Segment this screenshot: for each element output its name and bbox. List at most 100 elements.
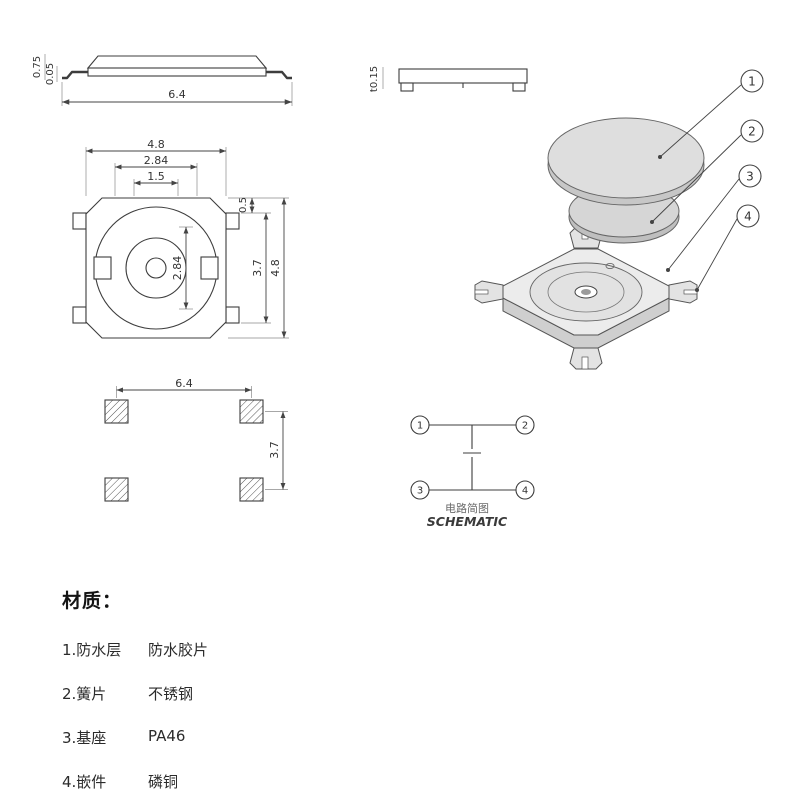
pad-bottom-left bbox=[104, 477, 129, 502]
switch-top-view-body bbox=[72, 197, 240, 339]
lead-right-bottom bbox=[225, 306, 240, 324]
dim-mid-height: 3.7 bbox=[251, 259, 264, 277]
pad-top-right bbox=[239, 399, 264, 424]
cover-profile bbox=[86, 55, 268, 69]
lead-right-top bbox=[225, 212, 240, 230]
callout-1-number: 1 bbox=[748, 75, 756, 89]
schematic-wires bbox=[429, 424, 516, 491]
dim-top-inner-width: 1.5 bbox=[147, 170, 165, 183]
west-lead-slot bbox=[474, 289, 489, 295]
side-view-drawing: 0.75 0.05 6.4 bbox=[32, 54, 293, 106]
footprint-drawing: 6.4 3.7 bbox=[104, 378, 288, 502]
pin-2-circle bbox=[515, 415, 535, 435]
dim-top-outer-width: 4.8 bbox=[147, 140, 165, 151]
dim-outer-height: 4.8 bbox=[269, 259, 282, 277]
dim-step-height: 0.5 bbox=[238, 197, 249, 213]
left-tab bbox=[400, 82, 414, 92]
right-lead bbox=[266, 70, 292, 80]
schematic-label-en: SCHEMATIC bbox=[427, 514, 508, 529]
cover-notch-right bbox=[200, 256, 219, 280]
center-dome bbox=[581, 289, 591, 295]
leader-1-dot bbox=[658, 155, 662, 159]
material-part-material: 防水胶片 bbox=[148, 641, 209, 659]
callout-2-circle bbox=[740, 119, 764, 143]
east-lead bbox=[668, 280, 698, 304]
exploded-view-drawing: 1 2 3 4 bbox=[474, 69, 764, 370]
east-lead-slot bbox=[683, 289, 698, 295]
solder-pads bbox=[104, 399, 264, 502]
base-inner-ring bbox=[547, 271, 625, 313]
pin-4-number: 4 bbox=[522, 486, 528, 497]
switch-bottom-profile bbox=[398, 68, 528, 92]
leader-4-dot bbox=[695, 288, 699, 292]
callout-3: 3 bbox=[738, 164, 762, 188]
callout-4: 4 bbox=[736, 204, 760, 228]
dim-total-height: 0.75 bbox=[32, 56, 43, 78]
top-view-drawing: 4.8 2.84 1.5 0.5 3.7 4.8 2.84 bbox=[72, 140, 289, 339]
pin-1-circle bbox=[410, 415, 430, 435]
body-outline bbox=[85, 197, 227, 339]
material-part-material: 磷铜 bbox=[148, 773, 179, 790]
material-row-2: 2.簧片 不锈钢 bbox=[62, 683, 482, 704]
pin-4-circle bbox=[515, 480, 535, 500]
callout-1: 1 bbox=[740, 69, 764, 93]
schematic-label-cn: 电路简图 bbox=[445, 501, 489, 515]
callout-3-number: 3 bbox=[746, 170, 754, 184]
dim-pad-span-height: 3.7 bbox=[268, 441, 281, 459]
pin-1-number: 1 bbox=[417, 421, 423, 432]
dim-standoff-height: 0.05 bbox=[45, 63, 56, 85]
dim-inner-height: 2.84 bbox=[171, 256, 184, 281]
cover-notch-left bbox=[93, 256, 112, 280]
west-lead bbox=[474, 280, 504, 304]
film-disc-top bbox=[547, 117, 705, 199]
south-lead-slot bbox=[581, 356, 589, 370]
schematic-pin-2: 2 bbox=[515, 415, 535, 435]
base-profile bbox=[87, 67, 267, 77]
material-part-material: 不锈钢 bbox=[148, 685, 194, 703]
callout-leaders bbox=[650, 84, 742, 292]
callout-4-number: 4 bbox=[744, 210, 752, 224]
film-disc bbox=[547, 117, 705, 206]
material-row-1: 1.防水层 防水胶片 bbox=[62, 639, 482, 660]
pin-3-number: 3 bbox=[417, 486, 423, 497]
material-part-name: 1.防水层 bbox=[62, 641, 122, 659]
callout-3-circle bbox=[738, 164, 762, 188]
schematic-pin-1: 1 bbox=[410, 415, 430, 435]
leader-3-dot bbox=[666, 268, 670, 272]
leader-3 bbox=[667, 178, 740, 271]
left-lead bbox=[62, 70, 88, 80]
callout-1-circle bbox=[740, 69, 764, 93]
leader-4 bbox=[696, 218, 738, 291]
pin-3-circle bbox=[410, 480, 430, 500]
switch-side-profile bbox=[62, 55, 292, 80]
dim-thickness: t0.15 bbox=[369, 66, 380, 92]
materials-title: 材质： bbox=[62, 590, 123, 612]
pad-bottom-right bbox=[239, 477, 264, 502]
dim-body-width: 6.4 bbox=[168, 88, 186, 101]
schematic-drawing: 1 2 3 4 电路简图 SCHEMATIC bbox=[410, 415, 535, 529]
dim-pad-span-width: 6.4 bbox=[175, 378, 193, 390]
material-part-name: 2.簧片 bbox=[62, 685, 107, 703]
callout-4-circle bbox=[736, 204, 760, 228]
right-tab bbox=[512, 82, 526, 92]
actuator-circle bbox=[145, 257, 167, 279]
base-body bbox=[502, 248, 670, 349]
material-part-name: 4.嵌件 bbox=[62, 773, 107, 790]
material-row-4: 4.嵌件 磷铜 bbox=[62, 771, 482, 790]
schematic-pin-4: 4 bbox=[515, 480, 535, 500]
callout-2: 2 bbox=[740, 119, 764, 143]
pin-2-number: 2 bbox=[522, 421, 528, 432]
vent-hole bbox=[605, 262, 615, 270]
material-row-3: 3.基座 PA46 bbox=[62, 727, 482, 748]
schematic-pin-3: 3 bbox=[410, 480, 430, 500]
pad-top-left bbox=[104, 399, 129, 424]
lead-left-bottom bbox=[72, 306, 87, 324]
leader-2-dot bbox=[650, 220, 654, 224]
leader-2 bbox=[651, 134, 742, 223]
callout-2-number: 2 bbox=[748, 125, 756, 139]
materials-section: 材质： 1.防水层 防水胶片 2.簧片 不锈钢 3.基座 PA46 4.嵌件 磷… bbox=[62, 586, 482, 790]
lead-left-top bbox=[72, 212, 87, 230]
material-part-name: 3.基座 bbox=[62, 729, 107, 747]
dim-top-mid-width: 2.84 bbox=[144, 154, 169, 167]
